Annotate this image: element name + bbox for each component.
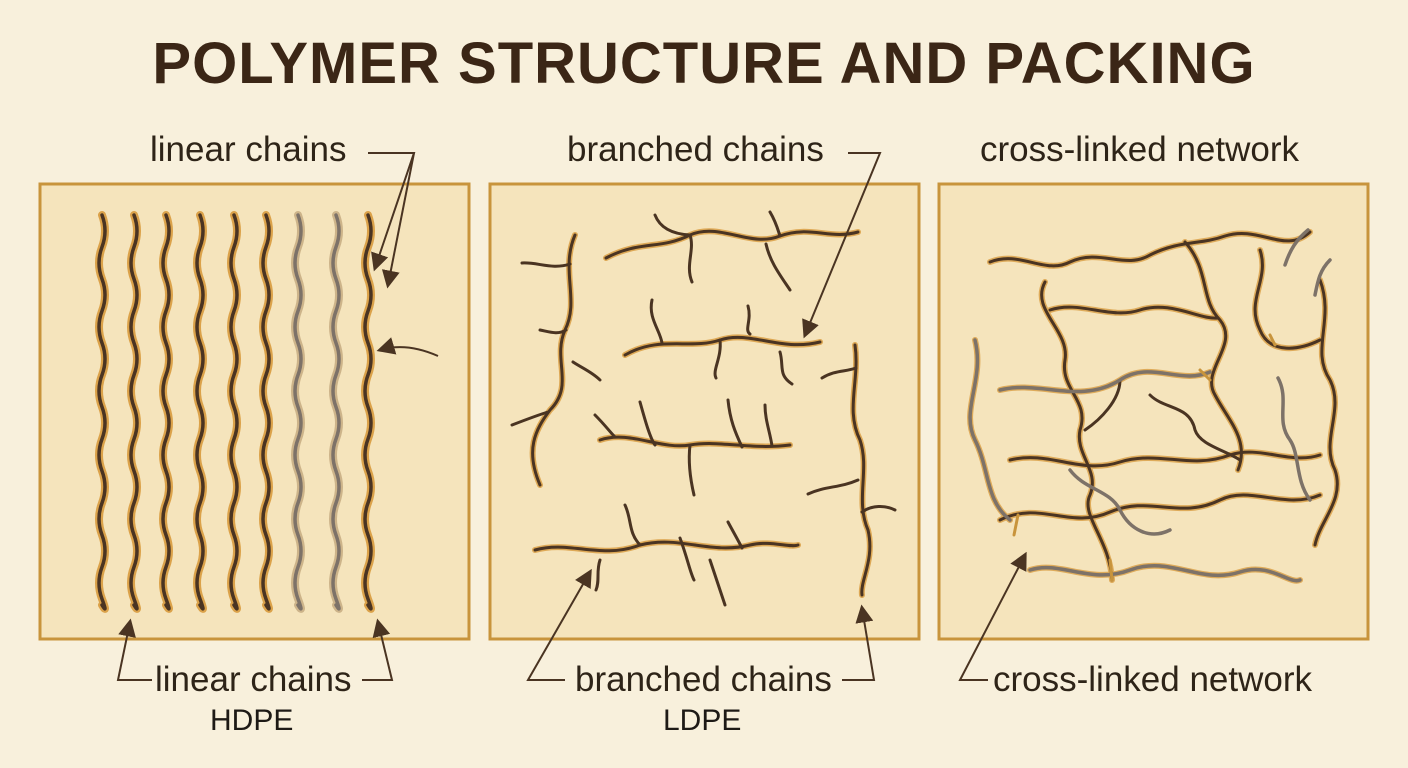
branched-chains-top-label: branched chains [567,130,824,169]
branched-chains-bottom-label: branched chains [575,660,832,699]
hdpe-label: HDPE [210,704,294,737]
linear-chain [129,213,139,611]
linear-chain [97,213,107,611]
diagram-title: POLYMER STRUCTURE AND PACKING [152,31,1256,96]
linear-chains-top-label: linear chains [150,130,347,169]
linear-chain [293,213,303,611]
linear-chains-panel [38,182,471,641]
linear-chains-group [95,211,375,613]
cross-linked-network-bottom-label: cross-linked network [993,660,1312,699]
linear-chain [331,213,341,611]
ldpe-label: LDPE [663,704,742,737]
branched-chains-group [510,210,897,607]
linear-chain [261,213,271,611]
cross-linked-network-top-label: cross-linked network [980,130,1299,169]
branched-chains-panel [488,182,921,641]
linear-chain [229,213,239,611]
cross-linked-network-group [967,228,1341,584]
linear-chain [161,213,171,611]
annotation-arrows [116,152,1027,681]
linear-chains-bottom-label: linear chains [155,660,352,699]
linear-chain [363,213,373,611]
linear-chain [195,213,205,611]
